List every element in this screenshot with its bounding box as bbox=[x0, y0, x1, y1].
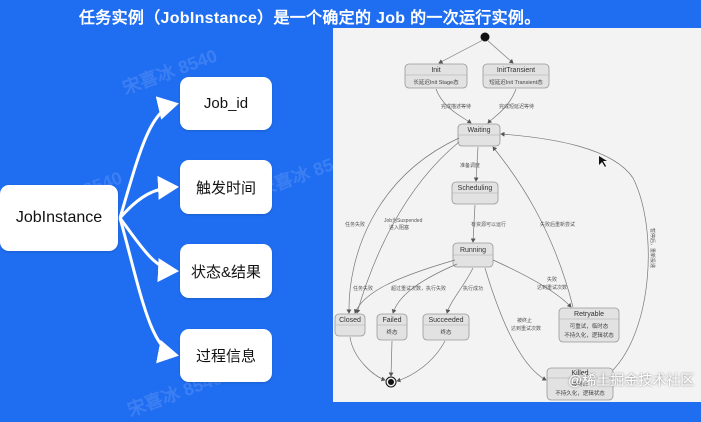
state-failed: Failed 终态 bbox=[376, 313, 408, 341]
trigger-time-node: 触发时间 bbox=[180, 160, 272, 214]
svg-text:可重试，临时态: 可重试，临时态 bbox=[570, 322, 609, 330]
edge bbox=[388, 340, 394, 377]
svg-text:Scheduling: Scheduling bbox=[458, 185, 493, 192]
edge-label: 超过重试次数，执行失败 bbox=[391, 285, 446, 292]
edge-label: 任务失败 bbox=[345, 221, 365, 228]
slide-title: 任务实例（JobInstance）是一个确定的 Job 的一次运行实例。 bbox=[79, 10, 541, 27]
state-scheduling: Scheduling bbox=[451, 181, 499, 205]
state-running: Running bbox=[452, 242, 494, 268]
edge bbox=[349, 336, 386, 382]
edge bbox=[435, 88, 472, 124]
state-diagram-panel: .st{fill:#e2e2e2;stroke:#999;stroke-widt… bbox=[333, 28, 701, 402]
edge bbox=[354, 259, 456, 314]
end-node bbox=[385, 376, 397, 388]
arrow-to-job-id bbox=[118, 96, 179, 219]
jobinstance-node: JobInstance bbox=[0, 185, 118, 251]
job-id-node: Job_id bbox=[180, 77, 272, 130]
end-node-inner bbox=[388, 379, 394, 385]
svg-text:Waiting: Waiting bbox=[467, 127, 490, 134]
edge-label: Job为Suspended bbox=[384, 217, 423, 224]
svg-text:Killed: Killed bbox=[571, 370, 588, 377]
status-result-node: 状态&结果 bbox=[180, 244, 272, 298]
svg-text:短延迟Init Transient态: 短延迟Init Transient态 bbox=[489, 78, 543, 86]
svg-text:Init: Init bbox=[431, 67, 440, 74]
mindmap-arrows bbox=[118, 96, 179, 364]
edge-label: 有资源可以运行 bbox=[471, 221, 506, 228]
process-info-node: 过程信息 bbox=[180, 329, 272, 382]
edge bbox=[391, 263, 458, 314]
state-retryable: Retryable 可重试，临时态 不持久化，逻辑状态 bbox=[558, 307, 620, 343]
edge bbox=[486, 39, 514, 64]
edge-label: 任务失败 bbox=[353, 285, 373, 292]
edge-label: 达到重试次数 bbox=[537, 284, 567, 291]
edge bbox=[470, 204, 476, 243]
state-init: Init 长延迟Init Stage态 bbox=[404, 63, 468, 89]
arrow-to-process-info bbox=[118, 217, 179, 364]
state-diagram: .st{fill:#e2e2e2;stroke:#999;stroke-widt… bbox=[334, 32, 656, 401]
edge bbox=[492, 259, 572, 308]
edge bbox=[487, 88, 517, 124]
arrow-to-status-result bbox=[118, 217, 179, 283]
edge bbox=[346, 137, 460, 314]
svg-text:Succeeded: Succeeded bbox=[428, 317, 463, 324]
svg-text:Retryable: Retryable bbox=[574, 311, 604, 318]
svg-text:Failed: Failed bbox=[382, 317, 401, 324]
svg-text:长延迟Init Stage态: 长延迟Init Stage态 bbox=[413, 78, 459, 86]
edge bbox=[484, 267, 547, 381]
edge-label: 失败后重新尝试 bbox=[540, 221, 575, 228]
state-killed: Killed 被终止 不持久化，逻辑状态 bbox=[546, 367, 614, 401]
state-init-transient: InitTransient 短延迟Init Transient态 bbox=[482, 63, 550, 89]
cursor-icon bbox=[599, 156, 607, 167]
edge bbox=[438, 39, 484, 64]
juejin-watermark: @稀土掘金技术社区 bbox=[568, 372, 695, 388]
svg-text:InitTransient: InitTransient bbox=[497, 67, 535, 74]
edge-label: 达到重试次数 bbox=[511, 325, 541, 332]
slide-header: 任务实例（JobInstance）是一个确定的 Job 的一次运行实例。 bbox=[0, 0, 701, 30]
edge bbox=[473, 146, 479, 182]
edge-label: 被终止 bbox=[517, 317, 532, 324]
edge bbox=[355, 141, 460, 314]
svg-text:不持久化，逻辑状态: 不持久化，逻辑状态 bbox=[555, 389, 605, 397]
edge bbox=[492, 146, 574, 308]
edge bbox=[396, 340, 446, 383]
edge-label: 失败 bbox=[547, 276, 557, 283]
edge bbox=[500, 131, 649, 371]
edge-label: 完成短延迟等待 bbox=[499, 103, 534, 110]
svg-text:Closed: Closed bbox=[339, 317, 361, 324]
edge-label: 执行成功 bbox=[463, 285, 483, 292]
svg-text:终态: 终态 bbox=[440, 328, 452, 336]
svg-text:被终止: 被终止 bbox=[572, 380, 589, 388]
edge-label: 完成描述等待 bbox=[441, 103, 471, 110]
svg-text:不持久化，逻辑状态: 不持久化，逻辑状态 bbox=[564, 331, 614, 339]
edge bbox=[445, 267, 474, 314]
svg-text:终态: 终态 bbox=[386, 328, 398, 336]
state-succeeded: Succeeded 终态 bbox=[422, 313, 470, 341]
arrow-to-trigger-time bbox=[118, 175, 179, 219]
edge-label: 进入阻塞 bbox=[389, 224, 409, 231]
state-waiting: Waiting bbox=[457, 123, 501, 147]
svg-text:Running: Running bbox=[460, 247, 486, 254]
start-node bbox=[480, 32, 490, 42]
state-closed: Closed bbox=[334, 313, 366, 337]
edge-label: 暂停后，重新投递 bbox=[649, 228, 656, 268]
edge-label: 准备调度 bbox=[460, 162, 480, 169]
